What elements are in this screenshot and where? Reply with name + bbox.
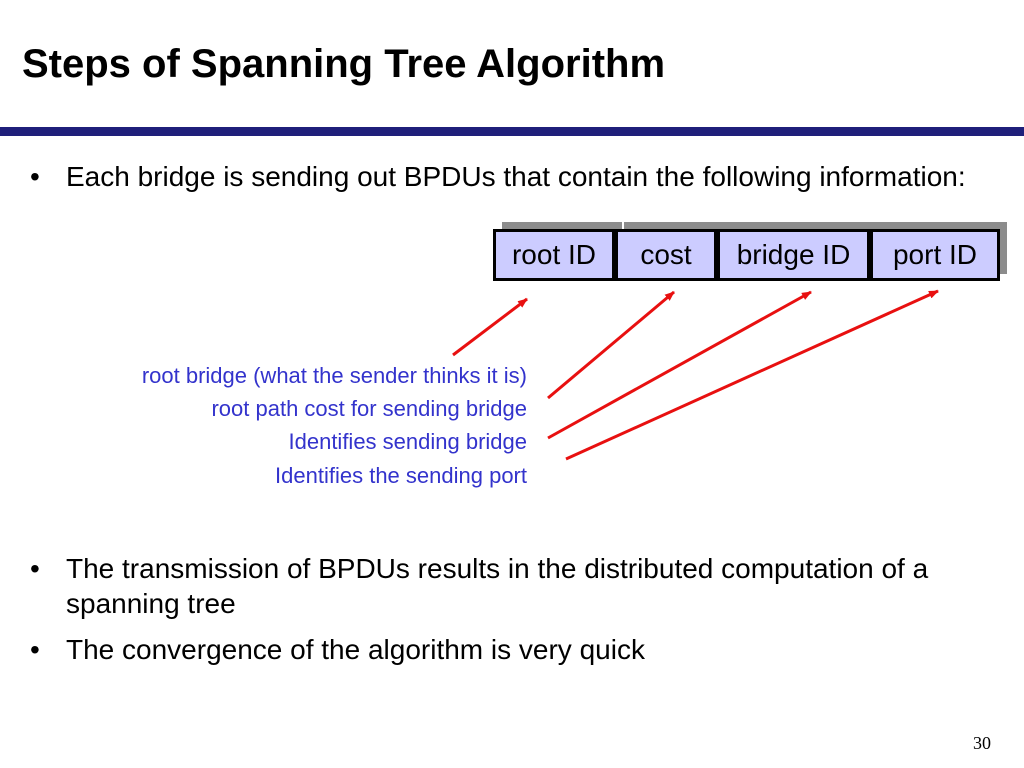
annotation-sending-port: Identifies the sending port xyxy=(275,463,527,488)
annotation-root-path-cost: root path cost for sending bridge xyxy=(211,396,527,421)
bullet-marker: • xyxy=(30,553,40,584)
bullet-item: • Each bridge is sending out BPDUs that … xyxy=(30,159,1000,194)
bullet-text: Each bridge is sending out BPDUs that co… xyxy=(66,161,966,192)
title-rule xyxy=(0,127,1024,136)
field-root-id: root ID xyxy=(493,229,615,281)
arrow-to-cost xyxy=(547,290,675,400)
annotation-sending-bridge: Identifies sending bridge xyxy=(288,429,528,454)
bullet-item: • The convergence of the algorithm is ve… xyxy=(30,632,1000,667)
field-bridge-id: bridge ID xyxy=(717,229,870,281)
arrow-to-root-id xyxy=(452,297,528,357)
slide-title: Steps of Spanning Tree Algorithm xyxy=(22,42,666,86)
arrow-to-port-id xyxy=(565,289,939,461)
bullet-text: The convergence of the algorithm is very… xyxy=(66,634,645,665)
bullet-item: • The transmission of BPDUs results in t… xyxy=(30,551,1000,621)
page-number: 30 xyxy=(973,733,991,753)
annotation-root-bridge: root bridge (what the sender thinks it i… xyxy=(141,363,527,388)
field-port-id: port ID xyxy=(870,229,1000,281)
bullet-marker: • xyxy=(30,634,40,665)
bullet-text: The transmission of BPDUs results in the… xyxy=(66,553,929,619)
arrow-to-bridge-id xyxy=(547,290,812,440)
bullet-marker: • xyxy=(30,161,40,192)
field-cost: cost xyxy=(615,229,717,281)
